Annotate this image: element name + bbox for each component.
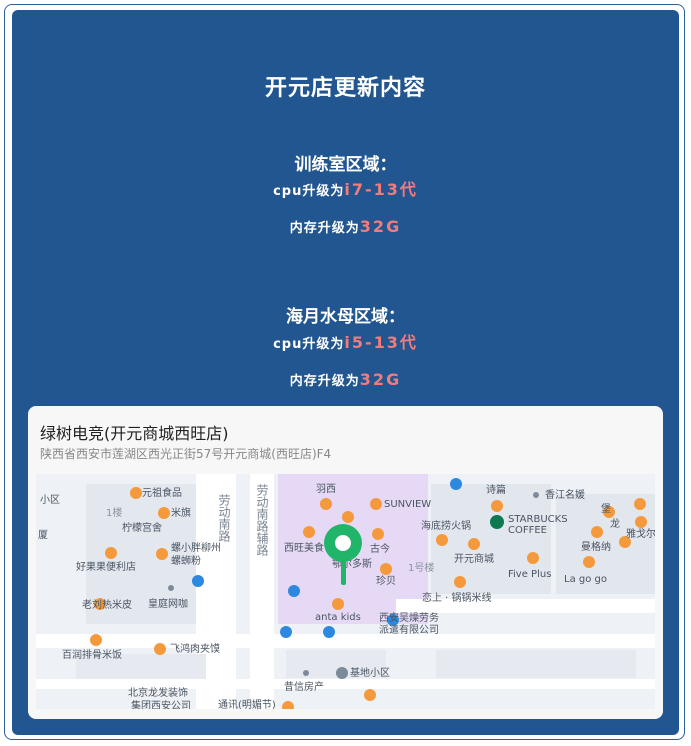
map-label: 珍贝 xyxy=(376,575,396,587)
map-label: 通讯(明媚节) xyxy=(218,698,276,709)
section-training-cpu: cpu升级为i7-13代 xyxy=(12,176,679,200)
map-label: 米旗 xyxy=(171,506,191,519)
mem-prefix: 内存升级为 xyxy=(289,374,360,389)
road-label: 劳动南路辅路 xyxy=(255,484,269,557)
cpu-prefix: cpu升级为 xyxy=(273,184,345,199)
map-label: 羽西 xyxy=(316,483,336,495)
map-label: 开元商城 xyxy=(454,552,494,565)
map-label: 雅戈尔 xyxy=(626,527,655,540)
cpu-value: i7-13代 xyxy=(344,180,418,199)
map-label: La go go xyxy=(564,574,607,585)
map-label: Five Plus xyxy=(508,569,551,580)
map-view[interactable]: 小区 元祖食品 米旗 1楼 柠檬宫舍 厦 螺小胖柳州 螺蛳粉 好果果便利店 老刘… xyxy=(36,474,655,709)
section-training-title: 训练室区域： xyxy=(294,155,397,175)
location-name: 绿树电竞(开元商城西旺店) xyxy=(40,424,229,443)
map-label: 集团西安公司 xyxy=(131,699,191,709)
map-label: anta kids xyxy=(315,612,361,623)
map-label: 1楼 xyxy=(106,506,122,519)
map-label: 曼格纳 xyxy=(581,540,611,553)
map-label: 基地小区 xyxy=(350,666,390,679)
section-jellyfish-cpu: cpu升级为i5-13代 xyxy=(12,329,679,353)
location-card[interactable]: 绿树电竞(开元商城西旺店) 陕西省西安市莲湖区西光正街57号开元商城(西旺店)F… xyxy=(28,406,663,719)
map-label: 西旺美食 xyxy=(284,541,324,554)
cpu-value: i5-13代 xyxy=(344,333,418,352)
map-label: STARBUCKS xyxy=(508,514,568,525)
map-label: 螺小胖柳州 xyxy=(171,541,221,554)
map-label: 西安吴燥劳务 xyxy=(379,611,439,624)
map-label: 飞鸿肉夹馍 xyxy=(170,642,220,655)
map-label: 好果果便利店 xyxy=(76,560,136,573)
section-jellyfish-title: 海月水母区域： xyxy=(286,307,405,327)
section-jellyfish-memory: 内存升级为32G xyxy=(12,370,679,389)
cpu-prefix: cpu升级为 xyxy=(273,337,345,352)
location-pin-icon xyxy=(324,524,362,585)
map-label: 小区 xyxy=(40,494,60,506)
map-label: 香江名媛 xyxy=(545,488,585,501)
map-label: COFFEE xyxy=(508,525,547,536)
map-label: 昔信房产 xyxy=(284,680,324,693)
map-label: 龙 xyxy=(610,517,620,530)
map-label: 皇庭网咖 xyxy=(148,597,188,610)
map-label: 元祖食品 xyxy=(142,486,182,499)
section-training-memory: 内存升级为32G xyxy=(12,217,679,236)
location-address: 陕西省西安市莲湖区西光正街57号开元商城(西旺店)F4 xyxy=(40,447,332,461)
mem-value: 32G xyxy=(359,370,402,389)
map-label: 恋上 · 锅锅米线 xyxy=(422,591,492,604)
map-label: 派遣有限公司 xyxy=(379,623,439,636)
map-label: 堡 xyxy=(601,502,611,515)
map-label: 诗篇 xyxy=(486,483,506,496)
map-label: 柠檬宫舍 xyxy=(122,521,162,534)
map-label: 1号楼 xyxy=(408,561,434,574)
map-label: SUNVIEW xyxy=(384,499,431,510)
map-label: 古今 xyxy=(370,542,390,555)
mem-value: 32G xyxy=(359,217,402,236)
map-label: 北京龙发装饰 xyxy=(128,686,188,699)
map-label: 百润排骨米饭 xyxy=(62,648,122,661)
mem-prefix: 内存升级为 xyxy=(289,221,360,236)
map-label: 老刘热米皮 xyxy=(82,598,132,611)
road-label: 劳动南路 xyxy=(217,494,231,543)
map-label: 螺蛳粉 xyxy=(171,554,201,567)
map-label: 厦 xyxy=(38,529,48,541)
page-title: 开元店更新内容 xyxy=(264,76,426,101)
map-label: 海底捞火锅 xyxy=(421,519,471,532)
